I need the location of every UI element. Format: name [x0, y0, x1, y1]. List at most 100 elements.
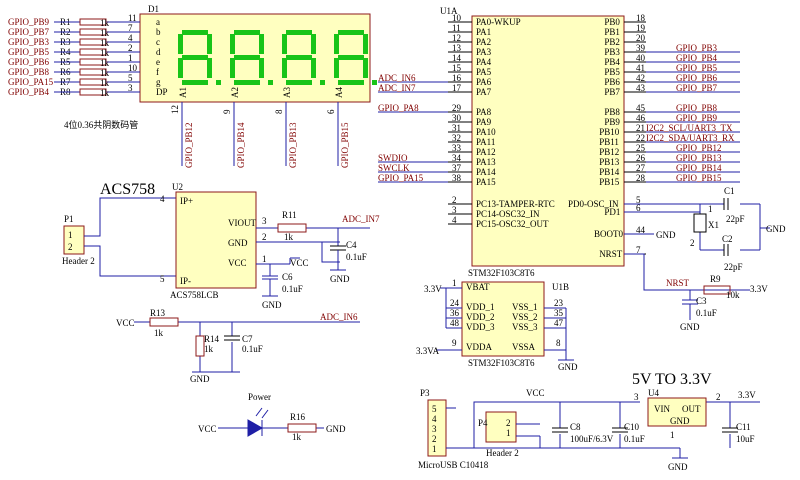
r16-value: 1k	[292, 432, 302, 442]
r11-value: 1k	[284, 232, 294, 242]
p3-pin-5: 5	[432, 404, 437, 414]
u1a-right-pin-name: PB4	[604, 57, 620, 67]
resistor-body	[79, 58, 107, 66]
net-adc-in6: ADC_IN6	[320, 312, 358, 322]
divider-section[interactable]: VCC R13 1k R14 1k C7 0.1uF ADC_IN6 GND	[116, 308, 360, 384]
p3-usb-body	[427, 399, 447, 457]
reset-gnd: GND	[680, 322, 700, 332]
power-led-section[interactable]: Power VCC R16 1k GND	[198, 392, 346, 442]
p4-pin-1: 1	[506, 428, 511, 438]
digit-dp	[268, 80, 273, 85]
u1a-left-pin-name: PA12	[476, 147, 496, 157]
u1a-right-pin-name: PD1	[604, 207, 620, 217]
c3-value: 0.1uF	[696, 308, 717, 318]
p3-pin-4: 4	[432, 414, 437, 424]
net-label-gpio_pb7: GPIO_PB7	[8, 27, 50, 37]
u1a-right-pin-name: PB14	[599, 167, 620, 177]
segment-label: b	[156, 27, 161, 37]
u1a-right-pin-name: PB0	[604, 17, 620, 27]
u1a-left-pin-number: 16	[452, 73, 462, 83]
resistor-value: 1k	[100, 18, 110, 28]
u1a-left-pin-name: PA7	[476, 87, 492, 97]
reset-3v3: 3.3V	[750, 284, 768, 294]
power-supply-section[interactable]: P3 5 4 3 2 1 MicroUSB C10418 P4 2 1 Head…	[418, 371, 760, 472]
u1b-vdd2: VDD_2	[466, 312, 495, 322]
u1a-left-pin-name: PC15-OSC32_OUT	[476, 219, 549, 229]
r16-ref: R16	[290, 412, 306, 422]
u1a-left-pin-number: 34	[452, 153, 462, 163]
digit-segment	[259, 34, 264, 54]
net-label-gpio_pb4: GPIO_PB4	[8, 87, 50, 97]
c2-ref: C2	[722, 234, 733, 244]
c4-gnd-label: GND	[330, 274, 350, 284]
p4-part: Header 2	[486, 448, 519, 458]
u1a-right-pin-number: 20	[636, 33, 646, 43]
c7-value: 0.1uF	[242, 344, 263, 354]
c1-ref: C1	[724, 186, 735, 196]
r11-body	[277, 223, 307, 233]
regulator-3v3: 3.3V	[738, 390, 756, 400]
u1a-left-pin-number: 12	[452, 33, 461, 43]
u2-num-2: 2	[262, 232, 267, 242]
u2-pin-viout: VIOUT	[228, 218, 256, 228]
u1a-right-pin-number: 45	[636, 103, 646, 113]
digit-net-label: GPIO_PB13	[288, 122, 298, 168]
u1a-right-pin-number: 40	[636, 53, 646, 63]
p1-part: Header 2	[62, 256, 95, 266]
u1b-vdda: VDDA	[466, 342, 492, 352]
u2-vcc-label: VCC	[290, 258, 309, 268]
u1a-net-label: ADC_IN7	[378, 83, 416, 93]
u1a-right-pin-number: 26	[636, 153, 646, 163]
u2-num-1: 1	[262, 254, 267, 264]
r16-body	[287, 423, 317, 433]
c4-gnd	[330, 250, 346, 271]
supply-caps	[552, 427, 738, 433]
u1b-vdd1: VDD_1	[466, 302, 495, 312]
u1a-left-pin-number: 11	[452, 23, 461, 33]
segment-label: f	[156, 67, 159, 77]
p3-ref: P3	[420, 388, 430, 398]
resistor-value: 1k	[100, 38, 110, 48]
p1-pin-1: 1	[68, 230, 73, 240]
mcu-u1a[interactable]: U1A STM32F103C8T6 PA0-WKUP10PA111PA212PA…	[378, 6, 740, 278]
p1-pin-2: 2	[68, 242, 73, 252]
u1a-right-pin-name: PB1	[604, 27, 620, 37]
u1b-num-1: 1	[452, 278, 457, 288]
digit-segment	[311, 34, 316, 54]
c4-wire	[337, 227, 370, 246]
u1a-right-pin-name: PB5	[604, 67, 620, 77]
u1b-num-8: 8	[556, 338, 561, 348]
u1a-left-pin-name: PA11	[476, 137, 495, 147]
acs758-section[interactable]: ACS758 P1 1 2 Header 2 U2 IP+ IP- VIOUT …	[62, 181, 380, 310]
u1a-right-pin-number: 46	[636, 113, 646, 123]
u1a-right-pin-name: PB15	[599, 177, 620, 187]
p3-pin-1: 1	[432, 444, 437, 454]
digit-segment	[286, 80, 312, 85]
segment-label: g	[156, 77, 161, 87]
divider-wires	[134, 321, 360, 373]
p3-part: MicroUSB C10418	[418, 460, 489, 470]
u1a-right-pin-name: NRST	[599, 249, 623, 259]
u1a-left-pin-number: 14	[452, 53, 462, 63]
digit-anode-label: A3	[282, 87, 292, 98]
reset-wires	[624, 253, 750, 320]
u2-ref: U2	[172, 182, 183, 192]
u1a-right-pin-number: 18	[636, 13, 646, 23]
u4-vin: VIN	[654, 404, 670, 414]
u1a-right-pin-number: 39	[636, 43, 646, 53]
u1a-net-label: GPIO_PB13	[676, 153, 722, 163]
usb-vcc: VCC	[526, 388, 545, 398]
digit-net-label: GPIO_PB12	[184, 122, 194, 168]
u4-num-3: 3	[634, 392, 639, 402]
p4-ref: P4	[478, 418, 488, 428]
resistor-body	[79, 78, 107, 86]
u4-out: OUT	[682, 404, 701, 414]
xtal-caps	[723, 198, 729, 256]
crystal-section[interactable]: X1 1 2 C1 22pF C2 22pF GND GND R9 10k NR…	[624, 186, 786, 332]
u1a-left-pin-name: PC14-OSC32_IN	[476, 209, 540, 219]
u1a-net-label: GPIO_PB15	[676, 173, 722, 183]
digit-segment	[282, 34, 287, 54]
u1a-right-pin-number: 28	[636, 173, 646, 183]
mcu-u1b[interactable]: U1B STM32F103C8T6 VBAT VDD_1 VDD_2 VDD_3…	[416, 278, 578, 372]
